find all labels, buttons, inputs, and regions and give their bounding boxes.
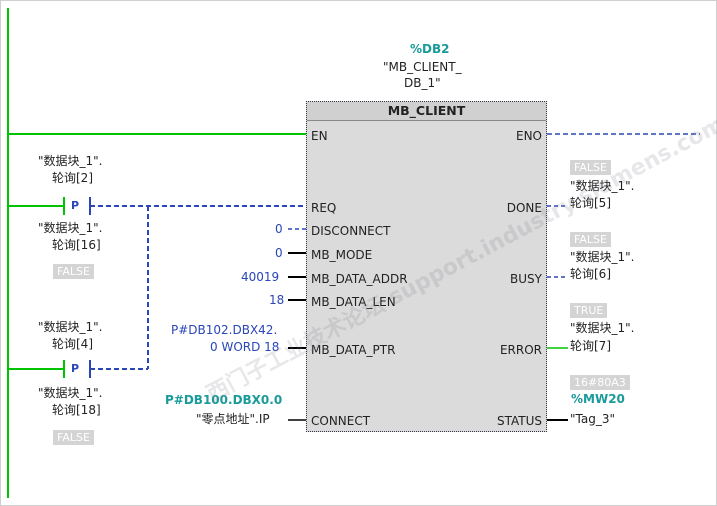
status-value: 16#80A3 xyxy=(570,375,630,390)
pin-disconnect[interactable]: DISCONNECT xyxy=(311,224,391,238)
error-state: TRUE xyxy=(570,303,608,318)
pin-eno[interactable]: ENO xyxy=(515,129,542,143)
pin-busy[interactable]: BUSY xyxy=(510,272,542,286)
status-address[interactable]: %MW20 xyxy=(571,392,625,406)
contact2-p-edge[interactable]: P xyxy=(71,362,80,375)
instance-db-name-line1: "MB_CLIENT_ xyxy=(383,60,462,74)
disconnect-value[interactable]: 0 xyxy=(275,222,283,236)
contact2-state: FALSE xyxy=(53,430,94,445)
contact2-edge-bit-line1[interactable]: "数据块_1". xyxy=(38,386,103,400)
mb-mode-value[interactable]: 0 xyxy=(275,246,283,260)
instance-db-number: %DB2 xyxy=(410,42,450,56)
contact1-operand-line2[interactable]: 轮询[2] xyxy=(52,171,93,185)
connect-symbol[interactable]: "零点地址".IP xyxy=(196,412,270,426)
pin-req[interactable]: REQ xyxy=(311,201,337,215)
contact2-operand-line1[interactable]: "数据块_1". xyxy=(38,320,103,334)
done-state: FALSE xyxy=(570,160,611,175)
error-operand-line1[interactable]: "数据块_1". xyxy=(570,321,635,335)
contact1-p-edge[interactable]: P xyxy=(71,199,80,212)
pin-error[interactable]: ERROR xyxy=(499,343,542,357)
contact1-edge-bit-line2[interactable]: 轮询[16] xyxy=(52,238,101,252)
connect-address[interactable]: P#DB100.DBX0.0 xyxy=(165,393,283,407)
busy-state: FALSE xyxy=(570,232,611,247)
busy-operand-line1[interactable]: "数据块_1". xyxy=(570,250,635,264)
contact2-operand-line2[interactable]: 轮询[4] xyxy=(52,337,93,351)
busy-operand-line2[interactable]: 轮询[6] xyxy=(570,267,611,281)
pin-done[interactable]: DONE xyxy=(506,201,542,215)
pin-mb-data-len[interactable]: MB_DATA_LEN xyxy=(311,295,396,309)
instance-db-name-line2: DB_1" xyxy=(404,76,441,90)
pin-en[interactable]: EN xyxy=(311,129,328,143)
block-title: MB_CLIENT xyxy=(307,102,546,121)
done-operand-line2[interactable]: 轮询[5] xyxy=(570,196,611,210)
pin-mb-mode[interactable]: MB_MODE xyxy=(311,248,373,262)
contact1-operand-line1[interactable]: "数据块_1". xyxy=(38,154,103,168)
contact2-edge-bit-line2[interactable]: 轮询[18] xyxy=(52,403,101,417)
pin-connect[interactable]: CONNECT xyxy=(311,414,371,428)
contact1-state: FALSE xyxy=(53,264,94,279)
mb-data-addr-value[interactable]: 40019 xyxy=(241,270,280,284)
contact1-edge-bit-line1[interactable]: "数据块_1". xyxy=(38,221,103,235)
mb-data-ptr-line1[interactable]: P#DB102.DBX42. xyxy=(171,323,278,337)
pin-status[interactable]: STATUS xyxy=(496,414,542,428)
done-operand-line1[interactable]: "数据块_1". xyxy=(570,179,635,193)
mb-data-ptr-line2[interactable]: 0 WORD 18 xyxy=(210,340,280,354)
status-tag[interactable]: "Tag_3" xyxy=(570,412,615,426)
pin-mb-data-addr[interactable]: MB_DATA_ADDR xyxy=(311,272,408,286)
mb-data-len-value[interactable]: 18 xyxy=(269,293,285,307)
error-operand-line2[interactable]: 轮询[7] xyxy=(570,339,611,353)
pin-mb-data-ptr[interactable]: MB_DATA_PTR xyxy=(311,343,396,357)
mb-client-block[interactable]: MB_CLIENT EN REQ DISCONNECT MB_MODE MB_D… xyxy=(306,101,547,432)
